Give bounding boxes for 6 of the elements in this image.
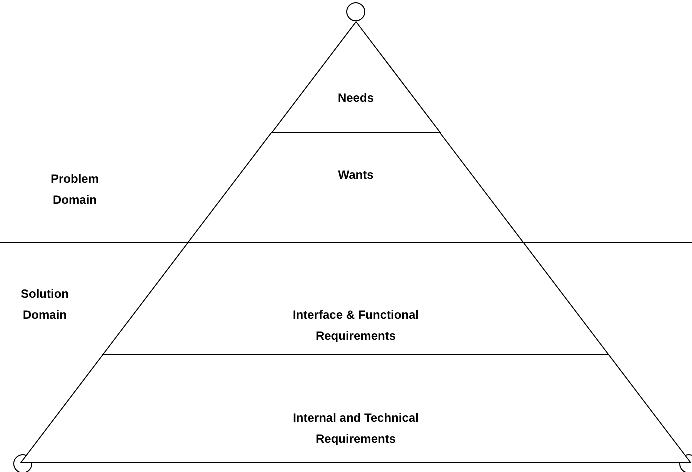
layer-label: Internal and Technical Requirements [292, 410, 420, 448]
layer-label: Interface & Functional Requirements [292, 307, 420, 345]
domain-label: Problem Domain [50, 171, 100, 209]
layer-label: Wants [337, 167, 375, 184]
domain-label: Solution Domain [20, 286, 70, 324]
layer-label: Needs [336, 90, 375, 107]
